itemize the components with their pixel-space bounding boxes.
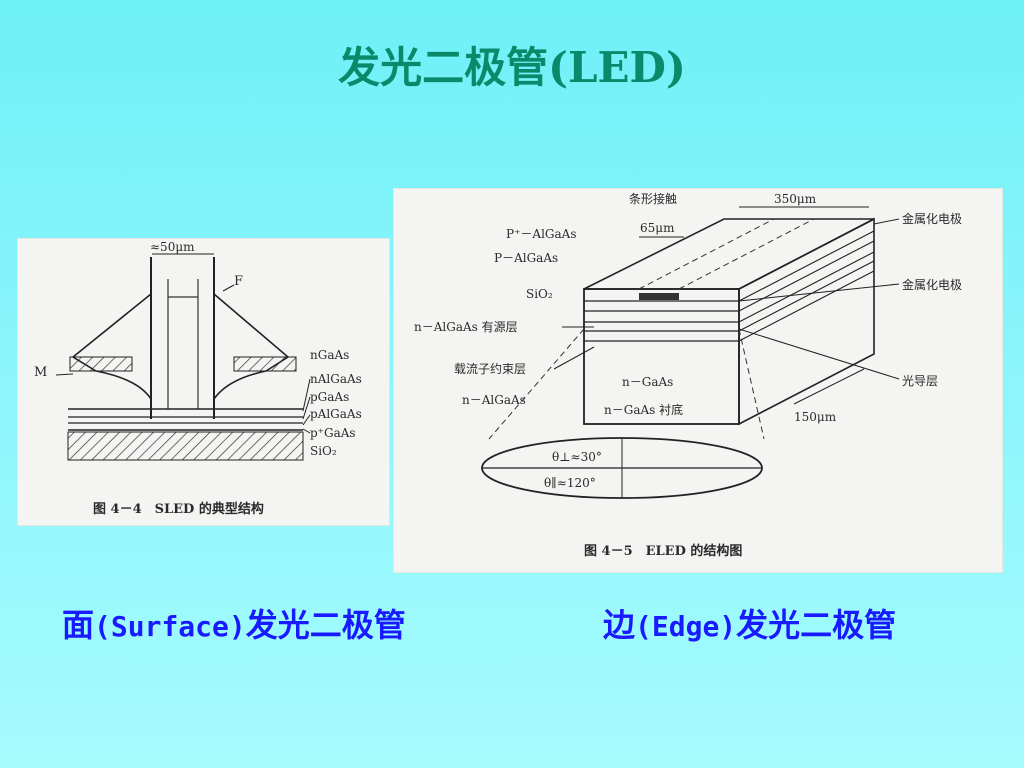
label-ngaas: nGaAs	[310, 348, 349, 362]
label-active: n－AlGaAs 有源层	[414, 320, 518, 334]
label-pplus-algaas: P⁺－AlGaAs	[506, 227, 576, 241]
cone-left	[488, 328, 585, 440]
leader-metal-side	[738, 283, 900, 302]
label-theta-par: θ∥≈120°	[544, 476, 596, 490]
stripe-edge-left	[638, 218, 775, 290]
sled-caption: 图 4－4 SLED 的典型结构	[93, 501, 264, 517]
label-palgaas: pAlGaAs	[310, 407, 362, 421]
label-metal-top: 金属化电极	[902, 211, 962, 226]
label-f: F	[234, 274, 243, 289]
label-theta-perp: θ⊥≈30°	[552, 450, 602, 464]
leader-metal-top	[873, 218, 900, 225]
label-width: ≈50μm	[150, 240, 195, 254]
side-layer-2	[738, 240, 875, 312]
label-pgaas: pGaAs	[310, 390, 349, 404]
label-stripe-contact: 条形接触	[629, 191, 677, 206]
eled-diagram: 条形接触 350μm 65μm 金属化电极 金属化电极 P⁺－AlGaAs P－…	[414, 191, 962, 559]
side-layer-5	[738, 270, 875, 342]
sled-diagram: ≈50μm F M nGaAs nAlGaAs pGaAs pAlGaAs p⁺…	[34, 240, 362, 517]
label-m: M	[34, 365, 47, 380]
label-metal-side: 金属化电极	[902, 277, 962, 292]
contact-left	[69, 356, 133, 372]
leader-confine	[553, 346, 595, 370]
caption-right-suffix: 发光二极管	[736, 606, 897, 644]
eled-figure: 条形接触 350μm 65μm 金属化电极 金属化电极 P⁺－AlGaAs P－…	[393, 188, 1003, 573]
leader-l3	[302, 396, 311, 420]
caption-left-prefix: 面	[62, 606, 95, 644]
caption-right-prefix: 边	[603, 606, 636, 644]
side-layer-4	[738, 260, 875, 332]
slide-title: 发光二极管(LED)	[338, 43, 686, 92]
stripe-edge-right	[678, 218, 815, 290]
cone-right	[738, 328, 765, 440]
leader-f	[222, 284, 235, 292]
label-150: 150μm	[794, 410, 837, 424]
label-p-algaas: P－AlGaAs	[494, 251, 558, 265]
caption-left-suffix: 发光二极管	[245, 606, 406, 644]
contact-right	[233, 356, 297, 372]
chip-side-face	[738, 217, 875, 426]
label-n-gaas: n－GaAs	[622, 375, 673, 389]
label-sio2: SiO₂	[310, 444, 337, 458]
caption-edge-led: 边(Edge)发光二极管	[603, 600, 896, 646]
side-layer-1	[738, 230, 875, 302]
side-layer-3	[738, 251, 875, 323]
label-n-algaas: n－AlGaAs	[462, 393, 526, 407]
caption-left-en: (Surface)	[94, 610, 246, 643]
leader-m	[55, 373, 74, 376]
eled-caption: 图 4－5 ELED 的结构图	[584, 543, 742, 559]
label-substrate: n－GaAs 衬底	[604, 402, 683, 417]
label-light-guide: 光导层	[902, 374, 938, 388]
leader-l5	[302, 428, 311, 434]
label-pplus-gaas: p⁺GaAs	[310, 426, 356, 440]
leader-l4	[302, 414, 311, 426]
label-confine: 载流子约束层	[454, 361, 526, 376]
epoxy-left	[71, 292, 152, 402]
sled-figure: ≈50μm F M nGaAs nAlGaAs pGaAs pAlGaAs p⁺…	[17, 238, 390, 526]
label-350: 350μm	[774, 192, 817, 206]
caption-right-en: (Edge)	[635, 610, 737, 643]
caption-surface-led: 面(Surface)发光二极管	[62, 600, 406, 646]
label-nalgaas: nAlGaAs	[310, 372, 362, 386]
leader-lightguide	[738, 328, 900, 380]
label-sio2: SiO₂	[526, 287, 553, 301]
stripe-contact-mark	[639, 293, 679, 300]
dim-150	[793, 368, 865, 405]
heat-sink	[67, 431, 304, 461]
leader-l2	[302, 378, 311, 412]
label-65: 65μm	[640, 221, 675, 235]
epoxy-right	[213, 292, 290, 402]
